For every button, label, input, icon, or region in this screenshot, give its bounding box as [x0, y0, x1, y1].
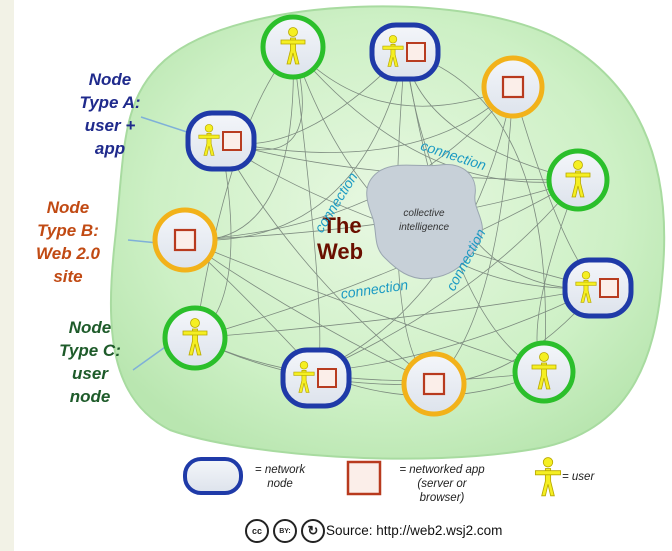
pointer-line-type-a: [140, 116, 191, 134]
source-url-link[interactable]: http://web2.wsj2.com: [376, 523, 503, 538]
user-app-node: [369, 22, 441, 82]
the-web-title-line2: Web: [317, 239, 363, 264]
user-node: [260, 14, 326, 80]
legend-network-node-icon: [183, 457, 243, 495]
legend-user-text: = user: [562, 471, 595, 483]
pointer-line-type-c: [132, 344, 169, 371]
legend-networked-app-icon: [346, 460, 382, 496]
node-type-b-label: Node Type B: Web 2.0 site: [36, 198, 100, 286]
user-node: [546, 148, 610, 212]
app-square-icon: [406, 42, 426, 62]
app-square-icon: [422, 372, 446, 396]
cc-icon: cc: [245, 519, 269, 543]
the-web-title-line1: The: [322, 213, 361, 238]
app-square-icon: [317, 368, 337, 388]
node-type-a-label: Node Type A: user + app: [79, 70, 141, 158]
user-app-node: [562, 257, 634, 319]
user-node: [512, 340, 576, 404]
source-credit: Source: http://web2.wsj2.com: [326, 523, 502, 538]
web-site-node: [401, 351, 467, 417]
web-site-node: [481, 55, 545, 119]
legend-networked-app-text: = networked app (server or browser): [399, 464, 485, 504]
cc-share-alike-icon: ↻: [301, 519, 325, 543]
legend-network-node-text: = network node: [254, 464, 306, 490]
app-square-icon: [501, 75, 525, 99]
user-app-node: [185, 110, 257, 172]
user-node: [162, 305, 228, 371]
legend-user-icon: [534, 457, 562, 497]
app-square-icon: [222, 131, 242, 151]
intelligence-label: intelligence: [399, 222, 449, 233]
web-site-node: [152, 207, 218, 273]
source-label: Source:: [326, 523, 373, 538]
cc-by-icon: BY:: [273, 519, 297, 543]
collective-label: collective: [403, 208, 445, 219]
app-square-icon: [173, 228, 197, 252]
user-app-node: [280, 347, 352, 409]
app-square-icon: [599, 278, 619, 298]
collective-intelligence-cloud: [366, 164, 483, 280]
node-type-c-label: Node Type C: user node: [59, 318, 121, 406]
left-border-stripe: [0, 0, 14, 551]
